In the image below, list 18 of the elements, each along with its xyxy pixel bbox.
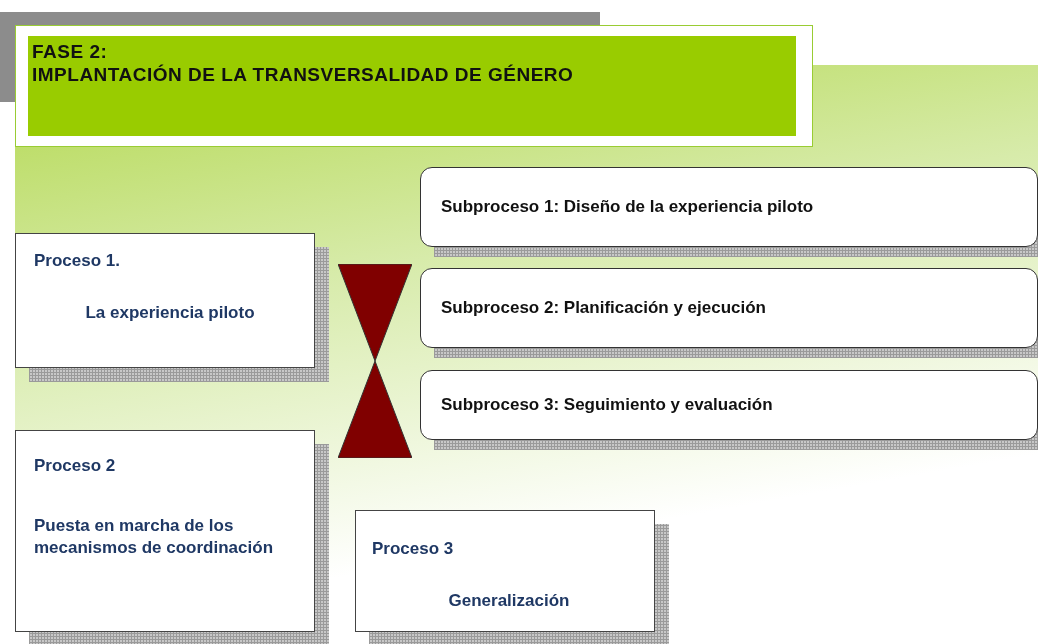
process-heading: Proceso 3 xyxy=(372,538,455,560)
title-box xyxy=(15,25,813,147)
subprocess-box xyxy=(420,167,1038,247)
title-text: FASE 2: xyxy=(32,40,109,63)
subprocess-box xyxy=(420,268,1038,348)
process-text: La experiencia piloto xyxy=(84,302,256,324)
process-text: Puesta en marcha de los mecanismos de coordinación xyxy=(34,515,274,559)
subprocess-box xyxy=(420,370,1038,440)
process-box xyxy=(15,430,315,632)
subprocess-text: Subproceso 2: Planificación y ejecución xyxy=(441,298,766,318)
process-text: Generalización xyxy=(447,590,571,612)
subprocess-text: Subproceso 3: Seguimiento y evaluación xyxy=(441,395,773,415)
title-text: IMPLANTACIÓN DE LA TRANSVERSALIDAD DE GÉNERO xyxy=(32,63,575,86)
process-heading: Proceso 1. xyxy=(34,250,121,272)
subprocess-text: Subproceso 1: Diseño de la experiencia piloto xyxy=(441,197,814,217)
process-heading: Proceso 2 xyxy=(34,455,117,477)
process-box xyxy=(355,510,655,632)
process-box xyxy=(15,233,315,368)
